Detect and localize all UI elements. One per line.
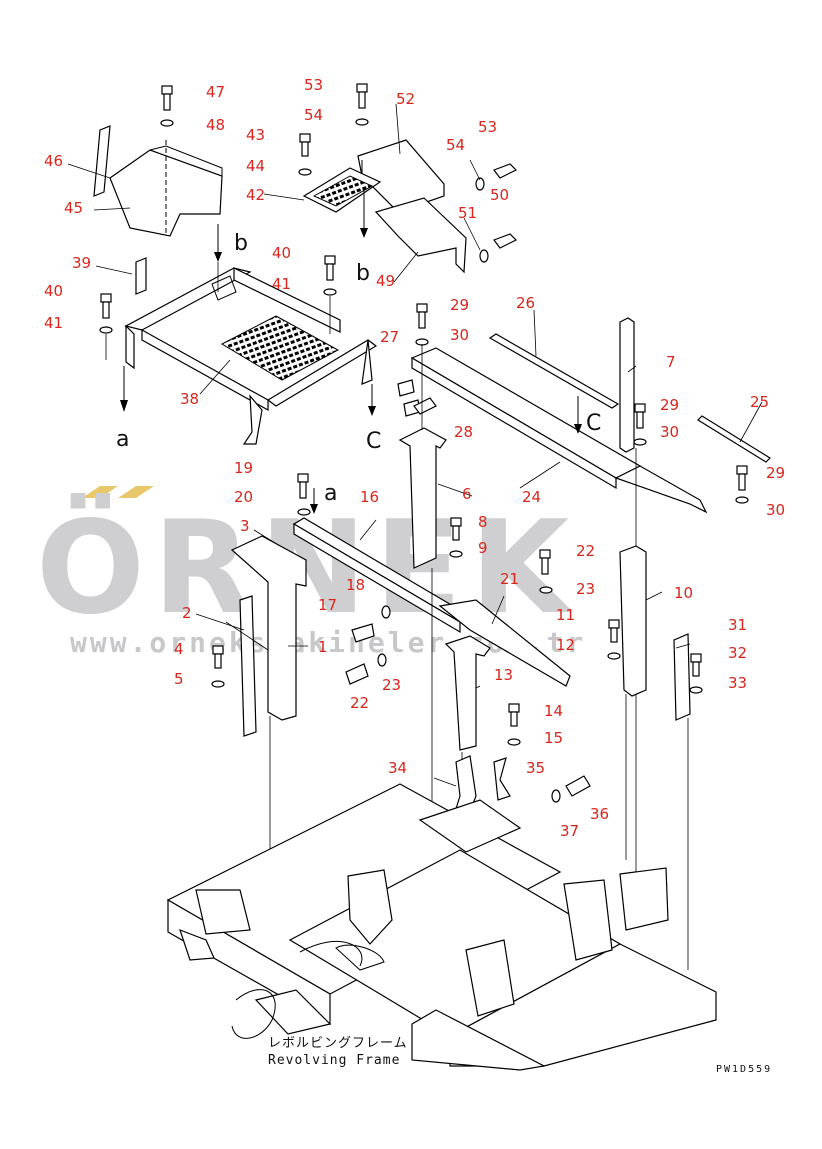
callout-23-left: 23 — [382, 676, 401, 694]
callout-20: 20 — [234, 488, 253, 506]
callout-3: 3 — [240, 517, 250, 535]
revolving-frame — [166, 783, 717, 1071]
callout-54-right: 54 — [446, 136, 465, 154]
callout-28: 28 — [454, 423, 473, 441]
callout-22-left: 22 — [350, 694, 369, 712]
callout-11: 11 — [556, 606, 575, 624]
callout-37: 37 — [560, 822, 579, 840]
callout-27: 27 — [380, 328, 399, 346]
callout-30-center: 30 — [450, 326, 469, 344]
callout-15: 15 — [544, 729, 563, 747]
callout-48: 48 — [206, 116, 225, 134]
callout-46: 46 — [44, 152, 63, 170]
callout-29-right: 29 — [766, 464, 785, 482]
watermark-umlaut-right — [118, 486, 154, 498]
callout-22-right: 22 — [576, 542, 595, 560]
callout-12: 12 — [556, 636, 575, 654]
callout-30-right-top: 30 — [660, 423, 679, 441]
callout-31: 31 — [728, 616, 747, 634]
callout-49: 49 — [376, 272, 395, 290]
step-cover-assembly — [93, 85, 378, 445]
callout-29-right-top: 29 — [660, 396, 679, 414]
watermark-umlaut-left — [82, 486, 118, 498]
callout-30-right: 30 — [766, 501, 785, 519]
callout-54-top: 54 — [304, 106, 323, 124]
callout-17: 17 — [318, 596, 337, 614]
callout-16: 16 — [360, 488, 379, 506]
leader-lines — [67, 103, 763, 787]
callout-4: 4 — [174, 640, 184, 658]
callout-40-right: 40 — [272, 244, 291, 262]
callout-26: 26 — [516, 294, 535, 312]
frame-label-en: Revolving Frame — [268, 1053, 400, 1068]
callout-35: 35 — [526, 759, 545, 777]
callout-47: 47 — [206, 83, 225, 101]
callout-23-right: 23 — [576, 580, 595, 598]
view-marker-b-right: b — [356, 261, 370, 286]
callout-10: 10 — [674, 584, 693, 602]
callout-41-left: 41 — [44, 314, 63, 332]
callout-6: 6 — [462, 485, 472, 503]
callout-44: 44 — [246, 157, 265, 175]
callout-52: 52 — [396, 90, 415, 108]
callout-39: 39 — [72, 254, 91, 272]
view-marker-a-left: a — [116, 427, 129, 452]
callout-13: 13 — [494, 666, 513, 684]
callout-9: 9 — [478, 539, 488, 557]
callout-1: 1 — [318, 638, 328, 656]
callout-34: 34 — [388, 759, 407, 777]
callout-21: 21 — [500, 570, 519, 588]
callout-18: 18 — [346, 576, 365, 594]
upper-step-assembly — [298, 83, 518, 274]
callout-24: 24 — [522, 488, 541, 506]
center-beams — [397, 303, 771, 880]
callout-7: 7 — [666, 353, 676, 371]
callout-43: 43 — [246, 126, 265, 144]
callout-53-top: 53 — [304, 76, 323, 94]
callout-53-right: 53 — [478, 118, 497, 136]
view-marker-b-left: b — [234, 231, 248, 256]
callout-33: 33 — [728, 674, 747, 692]
callout-38: 38 — [180, 390, 199, 408]
view-marker-c-left: C — [366, 429, 381, 454]
callout-36: 36 — [590, 805, 609, 823]
drawing-code: PW1D559 — [716, 1064, 772, 1075]
callout-29-center: 29 — [450, 296, 469, 314]
callout-19: 19 — [234, 459, 253, 477]
view-marker-c-right: C — [586, 411, 601, 436]
callout-14: 14 — [544, 702, 563, 720]
callout-numbers: 47 48 46 45 39 40 41 38 53 52 54 53 43 5… — [44, 76, 785, 840]
callout-45: 45 — [64, 199, 83, 217]
callout-51: 51 — [458, 204, 477, 222]
callout-40-left: 40 — [44, 282, 63, 300]
callout-8: 8 — [478, 513, 488, 531]
callout-25: 25 — [750, 393, 769, 411]
callout-32: 32 — [728, 644, 747, 662]
callout-50: 50 — [490, 186, 509, 204]
callout-2: 2 — [182, 604, 192, 622]
callout-42: 42 — [246, 186, 265, 204]
view-marker-a-center: a — [324, 481, 337, 506]
callout-41-right: 41 — [272, 275, 291, 293]
callout-5: 5 — [174, 670, 184, 688]
frame-label-jp: レボルビングフレーム — [268, 1036, 408, 1051]
